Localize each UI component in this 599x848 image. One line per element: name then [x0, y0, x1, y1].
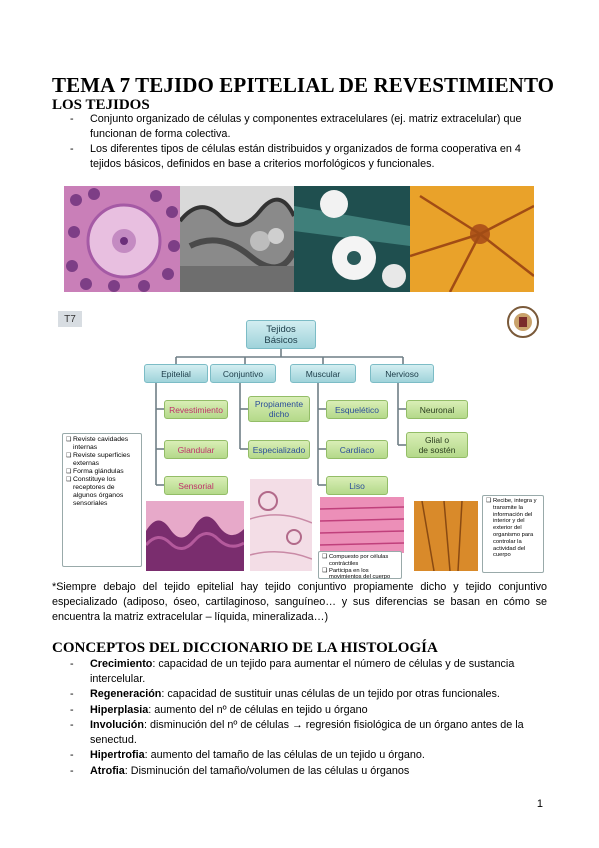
list-item: Involución: disminución del nº de célula…	[52, 718, 547, 747]
node-esqueletico: Esquelético	[326, 400, 388, 419]
list-item: Atrofia: Disminución del tamaño/volumen …	[52, 764, 547, 779]
list-item: Constituye los receptores de algunos órg…	[66, 476, 138, 508]
page-title: TEMA 7 TEJIDO EPITELIAL DE REVESTIMIENTO	[52, 73, 555, 97]
muscular-functions-note: Compuesto por células contráctiles Parti…	[318, 551, 402, 582]
node-propiamente-dicho: Propiamente dicho	[248, 396, 310, 422]
section-heading-conceptos: CONCEPTOS DEL DICCIONARIO DE LA HISTOLOG…	[52, 640, 438, 656]
list-item: Reviste cavidades internas	[66, 436, 138, 452]
list-item: Reviste superficies externas	[66, 452, 138, 468]
epitelio-micrograph	[146, 501, 244, 571]
node-epitelial: Epitelial	[144, 364, 208, 383]
section-heading-tejidos: LOS TEJIDOS	[52, 97, 150, 113]
node-tejidos-basicos: Tejidos Básicos	[246, 320, 316, 349]
node-sensorial: Sensorial	[164, 476, 228, 495]
list-item: Participa en los movimientos del cuerpo	[322, 568, 398, 582]
list-item: Regeneración: capacidad de sustituir una…	[52, 687, 547, 702]
muscle-tissue-photo	[294, 186, 410, 292]
node-glial: Glial o de sostén	[406, 432, 468, 458]
nervioso-functions-note: Recibe, integra y transmite la informaci…	[482, 495, 544, 573]
node-especializado: Especializado	[248, 440, 310, 459]
list-item: Hipertrofia: aumento del tamaño de las c…	[52, 748, 547, 763]
node-glandular: Glandular	[164, 440, 228, 459]
node-muscular: Muscular	[290, 364, 356, 383]
node-cardiaco: Cardíaco	[326, 440, 388, 459]
nervous-tissue-photo	[410, 186, 534, 292]
list-item: Hiperplasia: aumento del nº de células e…	[52, 703, 547, 718]
university-seal-icon	[507, 306, 539, 338]
list-item: Compuesto por células contráctiles	[322, 554, 398, 568]
node-conjuntivo: Conjuntivo	[210, 364, 276, 383]
list-item: Crecimiento: capacidad de un tejido para…	[52, 657, 547, 686]
epithelial-tissue-photo	[64, 186, 180, 292]
conjuntivo-micrograph	[250, 479, 312, 571]
list-item: Forma glándulas	[66, 468, 138, 476]
diagram-tag: T7	[58, 311, 82, 327]
node-liso: Liso	[326, 476, 388, 495]
diagram-connectors	[155, 349, 406, 486]
conceptos-list: Crecimiento: capacidad de un tejido para…	[52, 657, 547, 779]
nervioso-micrograph	[414, 501, 478, 571]
tejidos-bullet-list: Conjunto organizado de células y compone…	[52, 112, 547, 172]
epitelial-functions-note: Reviste cavidades internas Reviste super…	[62, 433, 142, 567]
page-number: 1	[536, 798, 543, 810]
tissue-classification-diagram: T7 Tejidos Básic	[58, 305, 546, 582]
list-item: Los diferentes tipos de células están di…	[52, 142, 547, 171]
node-neuronal: Neuronal	[406, 400, 468, 419]
footnote-conjuntivo: *Siempre debajo del tejido epitelial hay…	[52, 581, 547, 623]
list-item: Conjunto organizado de células y compone…	[52, 112, 547, 141]
node-revestimiento: Revestimiento	[164, 400, 228, 419]
node-nervioso: Nervioso	[370, 364, 434, 383]
list-item: Recibe, integra y transmite la informaci…	[486, 498, 540, 559]
connective-tissue-photo	[180, 186, 294, 292]
muscular-micrograph	[320, 497, 404, 553]
